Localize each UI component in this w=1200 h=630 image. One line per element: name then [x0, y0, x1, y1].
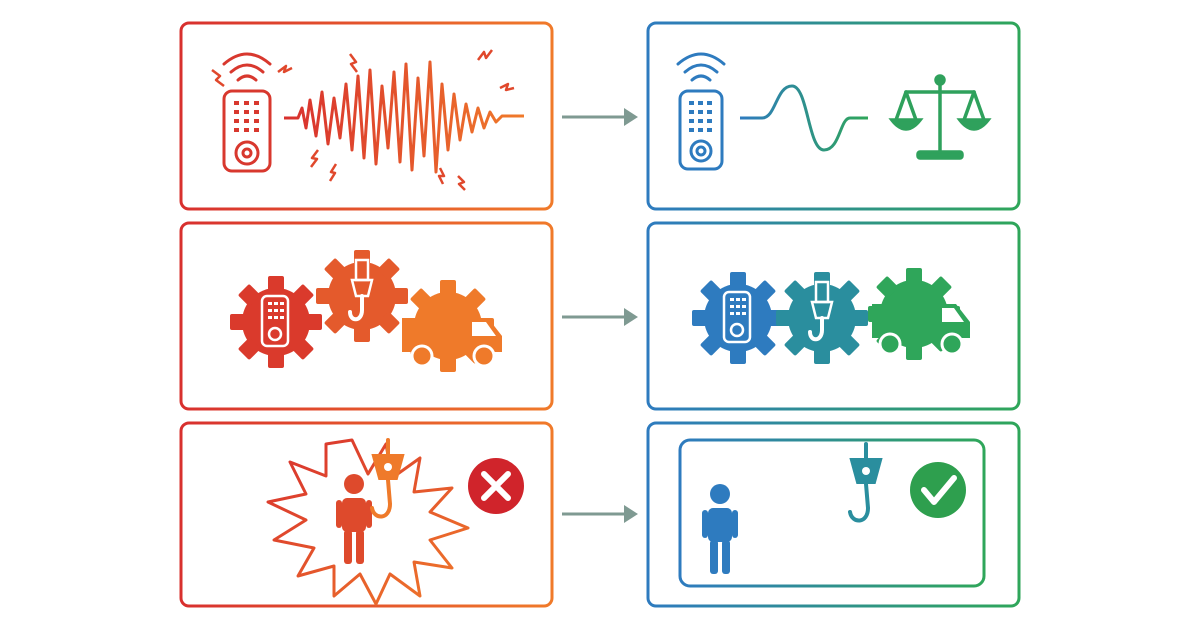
problem-panel-2: [179, 221, 554, 411]
crane-hook-icon: [848, 442, 883, 523]
remote-control-icon: [678, 89, 724, 171]
row-2: [179, 221, 1021, 411]
explosion-burst-icon: [266, 438, 470, 606]
solution-panel-1: [646, 21, 1021, 211]
chaotic-noise-wave-icon: [284, 60, 524, 174]
problem-panel-3: [179, 421, 554, 608]
row-3: [179, 421, 1021, 608]
person-icon: [336, 474, 372, 564]
remote-control-icon: [222, 89, 272, 173]
error-x-icon: [468, 458, 524, 514]
crane-hook-icon: [370, 438, 405, 519]
success-check-icon: [910, 462, 966, 518]
signal-waves-icon: [222, 52, 272, 82]
problem-panel-1: [179, 21, 554, 211]
signal-waves-icon: [676, 52, 726, 82]
safe-zone-frame: [678, 438, 986, 588]
arrow-3: [562, 505, 638, 523]
solution-panel-2: [646, 221, 1021, 411]
gear-truck-icon: [868, 268, 970, 360]
gear-crane-hook-icon: [316, 250, 408, 342]
clean-sine-wave-icon: [740, 84, 868, 152]
arrow-2: [562, 308, 638, 326]
gear-crane-hook-icon: [776, 272, 868, 364]
balance-scale-icon: [888, 74, 992, 160]
row-1: [179, 21, 1021, 211]
gear-truck-icon: [402, 280, 502, 372]
person-icon: [702, 484, 738, 574]
gear-remote-icon: [692, 272, 784, 364]
solution-panel-3: [646, 421, 1021, 608]
gear-remote-icon: [230, 276, 322, 368]
arrow-1: [562, 108, 638, 126]
interference-spark-icon: [211, 49, 515, 191]
